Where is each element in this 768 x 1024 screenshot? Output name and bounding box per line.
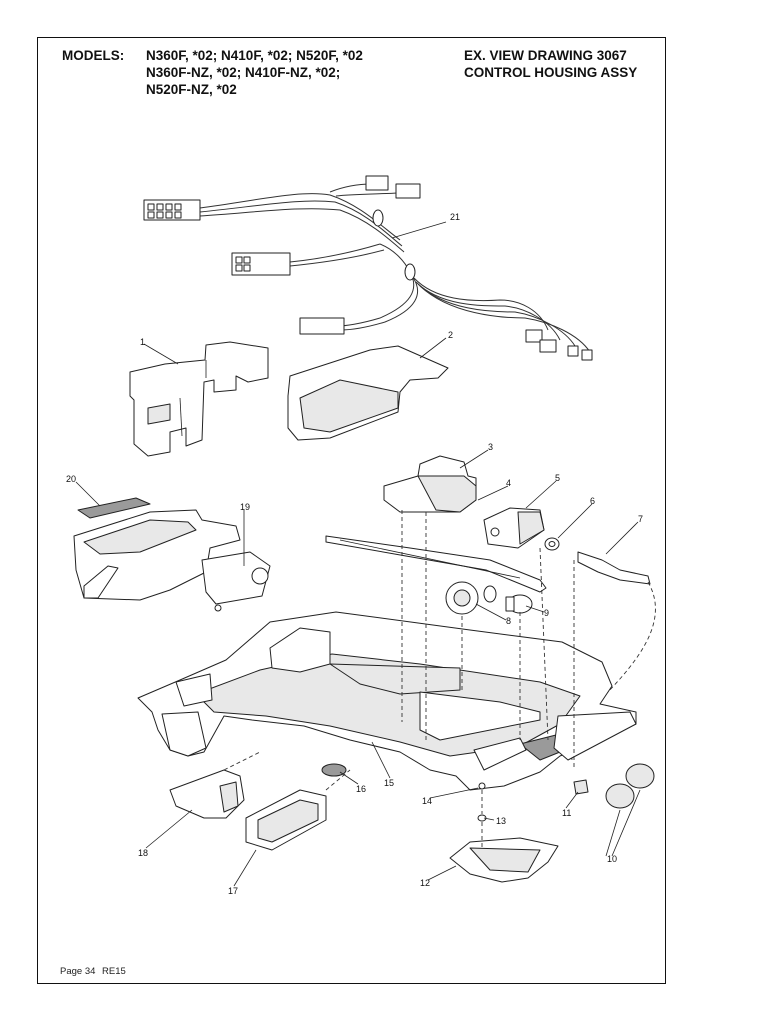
callout-8: 8 — [506, 616, 511, 626]
part-4-rod — [325, 535, 547, 593]
callout-3: 3 — [488, 442, 493, 452]
models-label: MODELS: — [62, 48, 125, 63]
callout-7: 7 — [638, 514, 643, 524]
models-line-1: N360F, *02; N410F, *02; N520F, *02 — [146, 48, 363, 63]
callout-13: 13 — [496, 816, 506, 826]
part-10-lenses — [605, 763, 655, 809]
part-8-bulb-socket — [445, 581, 497, 615]
callout-19: 19 — [240, 502, 250, 512]
part-12-cover-plate — [449, 837, 559, 883]
page-border — [37, 37, 666, 984]
callout-5: 5 — [555, 473, 560, 483]
drawing-title: CONTROL HOUSING ASSY — [464, 65, 638, 80]
callout-9: 9 — [544, 608, 549, 618]
part-9-bulb — [505, 594, 533, 614]
page-number: Page 34 — [60, 966, 96, 977]
document-code: RE15 — [102, 966, 126, 977]
part-6-washer — [544, 537, 560, 551]
models-line-3: N520F-NZ, *02 — [146, 82, 237, 97]
part-17-trim — [245, 789, 327, 851]
callout-18: 18 — [138, 848, 148, 858]
part-19-light-box — [73, 509, 271, 612]
callout-6: 6 — [590, 496, 595, 506]
callout-2: 2 — [448, 330, 453, 340]
callout-20: 20 — [66, 474, 76, 484]
part-18-bracket — [169, 769, 245, 819]
part-1-bracket — [129, 341, 269, 457]
callout-14: 14 — [422, 796, 432, 806]
drawing-number: EX. VIEW DRAWING 3067 — [464, 48, 627, 63]
leader-lines — [75, 221, 641, 887]
callout-4: 4 — [506, 478, 511, 488]
part-11-nut — [573, 779, 589, 795]
callout-labels: 1 2 3 4 5 6 7 8 9 10 11 12 13 14 15 16 1… — [66, 212, 643, 896]
callout-15: 15 — [384, 778, 394, 788]
callout-11: 11 — [562, 808, 571, 818]
part-15-control-housing — [137, 611, 637, 791]
alignment-lines — [223, 510, 575, 850]
part-3-cap — [383, 455, 477, 513]
callout-12: 12 — [420, 878, 430, 888]
part-21-wiring-harness — [143, 175, 593, 361]
part-20-lens — [77, 497, 151, 519]
callout-17: 17 — [228, 886, 238, 896]
part-5-switch — [483, 507, 545, 549]
part-16-grommet — [321, 763, 347, 777]
callout-10: 10 — [607, 854, 617, 864]
part-14-clip — [478, 782, 486, 790]
models-line-2: N360F-NZ, *02; N410F-NZ, *02; — [146, 65, 341, 80]
callout-16: 16 — [356, 784, 366, 794]
callout-1: 1 — [140, 337, 145, 347]
callout-21: 21 — [450, 212, 460, 222]
page-footer: Page 34 RE15 — [60, 966, 130, 977]
part-2-cover — [287, 345, 449, 441]
